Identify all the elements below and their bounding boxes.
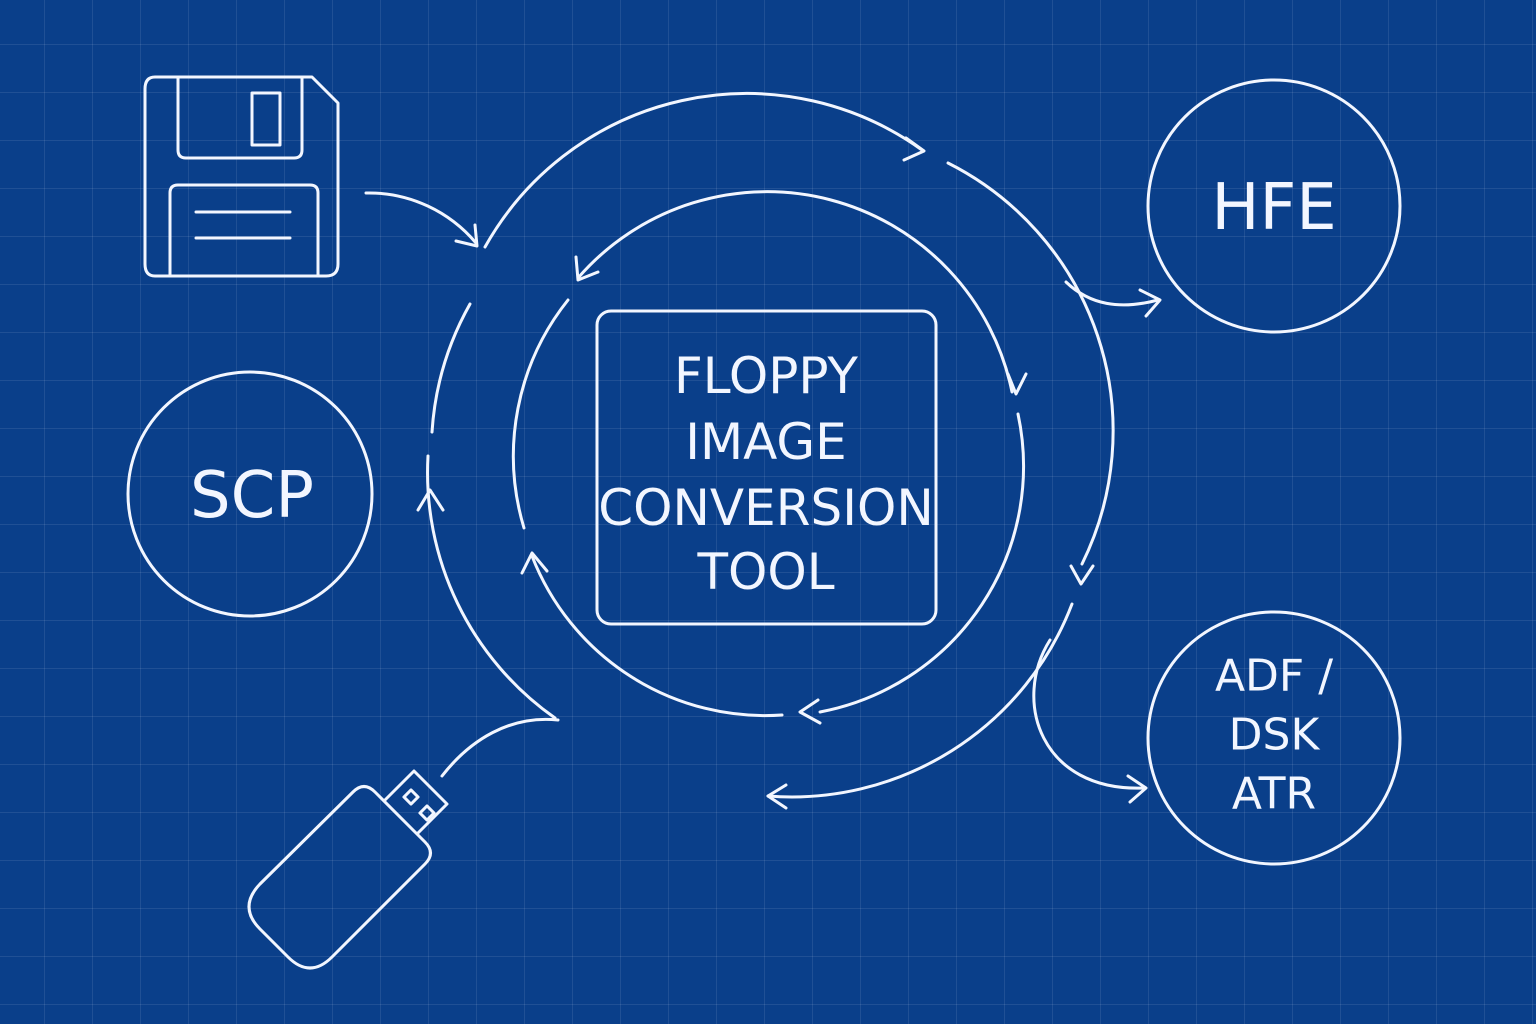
floppy-shutter bbox=[176, 75, 304, 160]
adf-dsk-atr-format-node: ADF / DSK ATR bbox=[1146, 610, 1402, 866]
center-box: FLOPPY IMAGE CONVERSION TOOL bbox=[595, 309, 938, 626]
inner-arc-top bbox=[576, 190, 1014, 394]
arrow-tool-to-adf bbox=[1032, 638, 1148, 804]
center-line-3: CONVERSION bbox=[598, 479, 933, 537]
center-line-4: TOOL bbox=[696, 543, 834, 601]
dsk-label: DSK bbox=[1229, 710, 1321, 761]
atr-label: ATR bbox=[1232, 769, 1316, 820]
inner-ring bbox=[511, 190, 1026, 718]
usb-body bbox=[247, 785, 432, 970]
arrowhead-outer-bottom bbox=[766, 783, 788, 810]
floppy-disk-icon bbox=[143, 75, 340, 278]
arrowhead-inner-top-left bbox=[574, 255, 600, 282]
center-line-2: IMAGE bbox=[685, 413, 847, 471]
arrowhead-outer-top-right bbox=[902, 136, 926, 162]
arrowhead-inner-right bbox=[1006, 372, 1028, 396]
usb-pin-1 bbox=[402, 788, 420, 806]
usb-drive-icon bbox=[247, 769, 449, 970]
center-line-1: FLOPPY bbox=[674, 347, 858, 405]
floppy-shutter-window bbox=[250, 91, 282, 147]
inner-arc-bottom bbox=[530, 554, 784, 718]
hfe-label: HFE bbox=[1211, 171, 1336, 245]
outer-arc-right-upper bbox=[946, 161, 1115, 566]
hfe-circle bbox=[1146, 78, 1402, 334]
center-box-frame bbox=[595, 309, 938, 626]
arrow-usb-to-tool bbox=[440, 717, 560, 778]
hfe-format-node: HFE bbox=[1146, 78, 1402, 334]
usb-pin-2 bbox=[418, 804, 436, 822]
arrowhead-outer-left bbox=[416, 488, 445, 512]
scp-label: SCP bbox=[190, 459, 314, 533]
outer-arc-left bbox=[426, 454, 557, 720]
scp-format-node: SCP bbox=[126, 370, 374, 618]
floppy-label bbox=[168, 183, 320, 278]
inner-arc-left bbox=[511, 298, 570, 530]
arrow-floppy-to-tool bbox=[364, 191, 479, 248]
outer-arc-top-left bbox=[430, 302, 472, 434]
arrowhead-outer-right bbox=[1069, 564, 1095, 586]
outer-arrowheads bbox=[416, 136, 1095, 810]
arrow-tool-to-hfe bbox=[1064, 280, 1162, 318]
outer-ring bbox=[426, 92, 1115, 799]
arrowhead-inner-left bbox=[520, 551, 549, 575]
adf-label: ADF / bbox=[1215, 651, 1333, 702]
outer-arc-top bbox=[483, 92, 924, 249]
outer-arc-right-lower bbox=[766, 602, 1074, 799]
inner-arc-right bbox=[818, 412, 1026, 714]
floppy-outline bbox=[143, 75, 340, 278]
scp-circle bbox=[126, 370, 374, 618]
arrowhead-inner-bottom bbox=[798, 698, 822, 725]
usb-connector bbox=[383, 769, 449, 835]
inner-arrowheads bbox=[520, 255, 1028, 725]
adf-circle bbox=[1146, 610, 1402, 866]
